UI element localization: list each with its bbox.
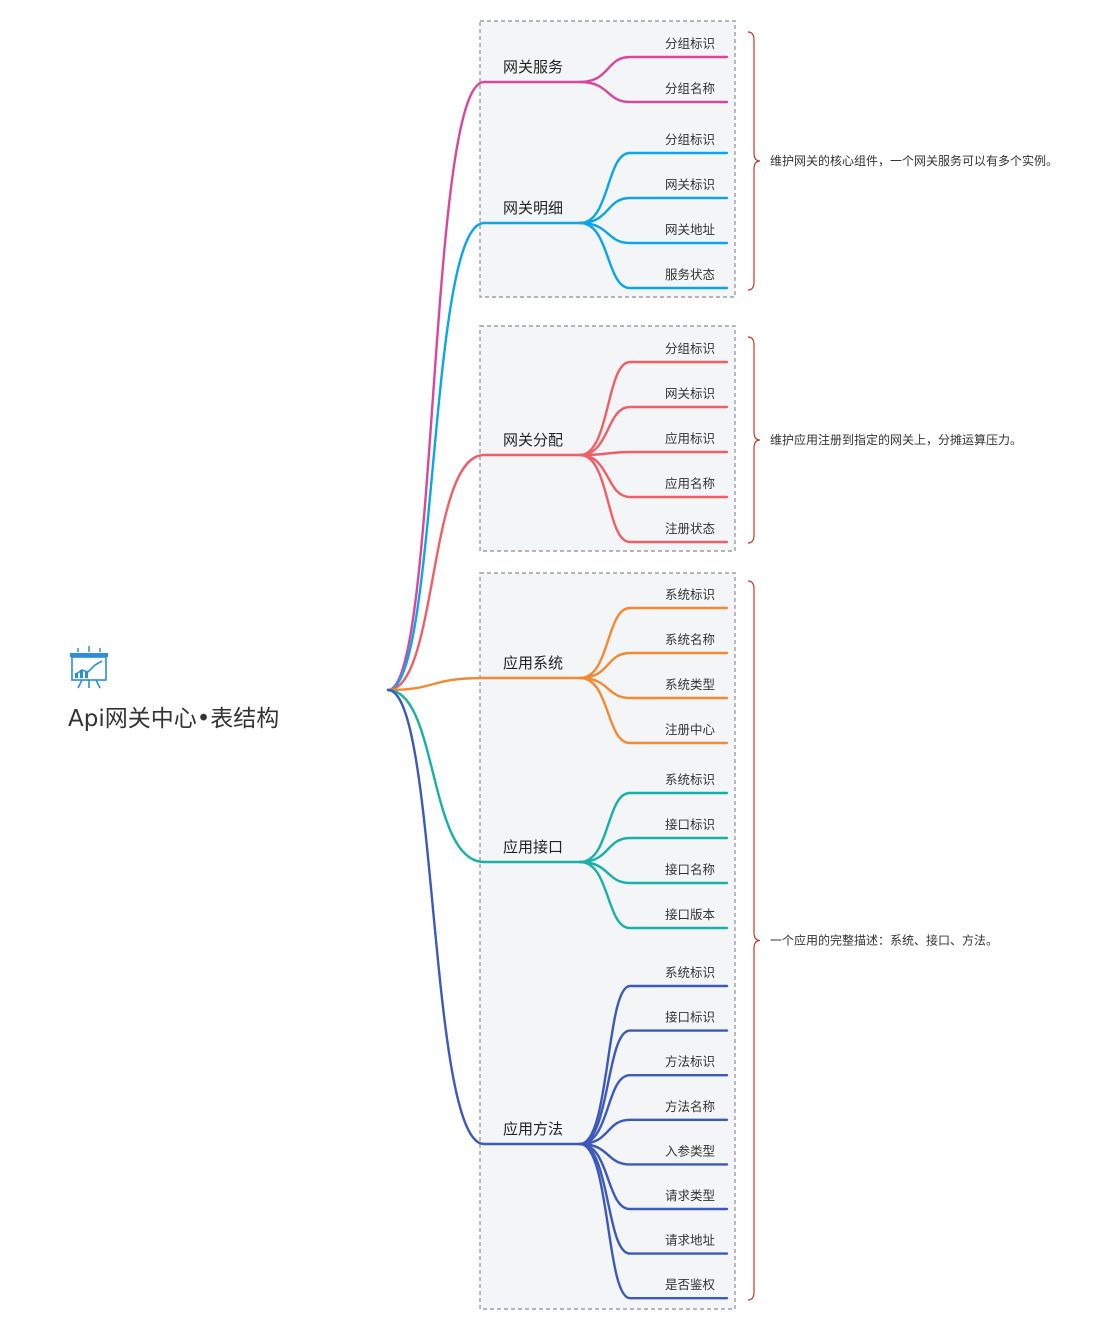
branch-label-app_interface: 应用接口 [503,838,563,856]
leaf-label-app_system-1: 系统名称 [665,632,715,647]
edge-leaf-app_system-2 [578,676,729,700]
leaf-label-app_method-5: 请求类型 [665,1188,715,1203]
edge-leaf-gateway_detail-0 [578,151,729,225]
edge-leaf-gateway_service-0 [578,55,729,84]
edge-leaf-gateway_assign-0 [578,360,729,457]
leaf-label-app_method-7: 是否鉴权 [665,1277,716,1292]
leaf-label-gateway_service-0: 分组标识 [665,36,715,51]
edge-leaf-app_system-0 [578,606,729,680]
leaf-label-app_interface-2: 接口名称 [665,862,715,877]
leaf-label-app_system-0: 系统标识 [665,587,715,602]
edge-root-app_system [386,676,486,692]
group-note-assign: 维护应用注册到指定的网关上，分摊运算压力。 [770,432,1022,447]
leaf-label-gateway_assign-3: 应用名称 [665,476,715,491]
leaf-label-gateway_service-1: 分组名称 [665,81,715,96]
edge-leaf-app_system-1 [578,651,729,680]
leaf-label-app_interface-0: 系统标识 [665,772,715,787]
brace-gateway [747,31,761,291]
edge-leaf-app_method-4 [578,1142,729,1166]
branch-label-gateway_detail: 网关明细 [503,199,563,217]
edge-leaf-gateway_assign-3 [578,453,729,499]
edge-leaf-app_method-3 [578,1118,729,1146]
leaf-label-app_method-0: 系统标识 [665,965,715,980]
edge-root-gateway_assign [386,453,486,692]
leaf-label-app_method-3: 方法名称 [665,1099,715,1114]
leaf-label-gateway_assign-2: 应用标识 [665,431,715,446]
edge-leaf-gateway_service-1 [578,80,729,104]
leaf-label-gateway_detail-0: 分组标识 [665,132,715,147]
group-box-assign [479,325,736,552]
brace-application [747,580,761,1301]
edge-leaf-gateway_detail-2 [578,221,729,245]
edge-leaf-app_method-0 [578,984,729,1146]
group-box-gateway [479,20,736,298]
leaf-label-app_system-3: 注册中心 [665,722,716,737]
presentation-chart-icon [70,646,108,689]
leaf-label-gateway_detail-2: 网关地址 [665,222,716,237]
edge-leaf-gateway_detail-1 [578,196,729,225]
leaf-label-app_method-1: 接口标识 [665,1010,715,1025]
leaf-label-app_interface-3: 接口版本 [665,907,716,922]
labels: 维护网关的核心组件，一个网关服务可以有多个实例。网关服务分组标识分组名称网关明细… [503,36,1058,1292]
leaf-label-gateway_assign-0: 分组标识 [665,341,715,356]
leaf-label-app_interface-1: 接口标识 [665,817,715,832]
leaf-label-gateway_detail-1: 网关标识 [665,177,715,192]
branch-label-app_method: 应用方法 [503,1120,563,1138]
edge-leaf-gateway_assign-2 [578,450,729,457]
leaf-label-app_method-2: 方法标识 [665,1054,715,1069]
edge-leaf-app_interface-1 [578,836,729,864]
edge-leaf-app_method-7 [578,1142,729,1300]
group-box-application [479,572,736,1310]
leaf-label-gateway_assign-4: 注册状态 [665,521,715,536]
edge-leaf-app_interface-0 [578,791,729,864]
edge-root-gateway_service [386,80,486,692]
group-note-gateway: 维护网关的核心组件，一个网关服务可以有多个实例。 [770,153,1058,168]
edge-leaf-app_interface-2 [578,860,729,885]
brace-assign [747,336,761,544]
leaf-label-gateway_detail-3: 服务状态 [665,267,715,282]
group-boxes [479,20,736,1310]
braces [747,31,761,1301]
edge-leaf-app_method-2 [578,1074,729,1146]
edge-root-gateway_detail [386,221,486,692]
branch-label-gateway_assign: 网关分配 [503,431,563,449]
root-title: Api网关中心•表结构 [68,706,279,732]
group-note-application: 一个应用的完整描述：系统、接口、方法。 [770,933,998,948]
branch-label-gateway_service: 网关服务 [503,58,563,76]
edge-leaf-gateway_assign-1 [578,405,729,457]
edge-leaf-gateway_assign-4 [578,453,729,544]
leaf-label-app_method-6: 请求地址 [665,1233,716,1248]
edges [386,55,729,1300]
edge-leaf-app_interface-3 [578,860,729,930]
leaf-label-gateway_assign-1: 网关标识 [665,386,715,401]
edge-root-app_interface [386,688,486,864]
branch-label-app_system: 应用系统 [503,654,563,672]
edge-root-app_method [386,688,486,1146]
edge-leaf-app_method-1 [578,1029,729,1146]
edge-leaf-gateway_detail-3 [578,221,729,290]
leaf-label-app_method-4: 入参类型 [665,1143,715,1158]
edge-leaf-app_system-3 [578,676,729,745]
leaf-label-app_system-2: 系统类型 [665,677,715,692]
